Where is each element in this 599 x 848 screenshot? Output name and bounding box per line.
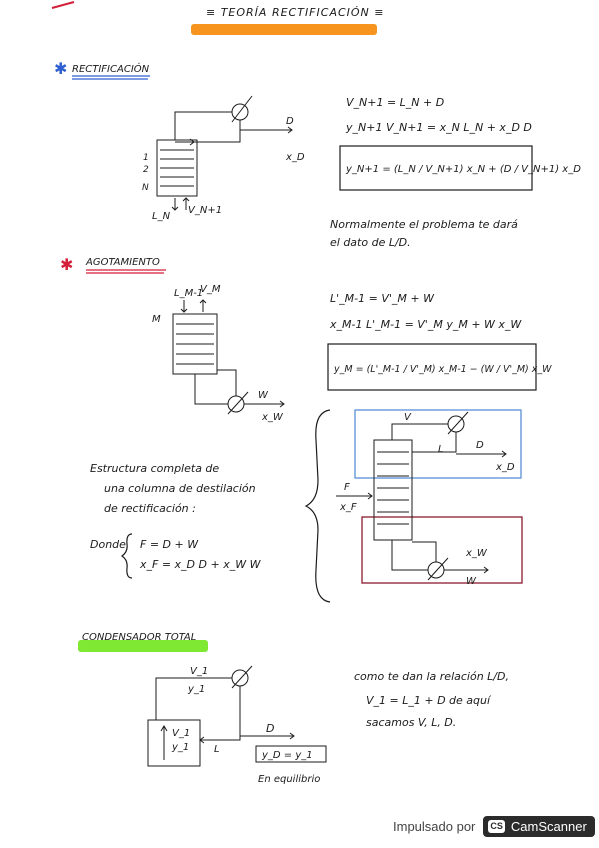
- rectification-column: [156, 95, 293, 211]
- pen-mark: [51, 1, 75, 9]
- agot-eq-3: y_M = (L'_M-1 / V'_M) x_M-1 − (W / V'_M)…: [333, 364, 552, 375]
- stage-label-2: 2: [143, 165, 149, 175]
- heading-condensador: CONDENSADOR TOTAL: [82, 632, 196, 643]
- cond-note-3: sacamos V, L, D.: [366, 716, 456, 729]
- estructura-line-2: una columna de destilación: [104, 482, 256, 495]
- stage-label-n: N: [142, 183, 149, 193]
- watermark-label: Impulsado por: [393, 818, 476, 834]
- agot-eq-2: x_M-1 L'_M-1 = V'_M y_M + W x_W: [329, 318, 522, 331]
- full-label-xf: x_F: [339, 502, 357, 513]
- rect-note-1: Normalmente el problema te dará: [330, 218, 518, 231]
- cond-label-yd: y_D = y_1: [261, 750, 313, 761]
- full-label-v: V: [404, 412, 412, 423]
- label-vm: V_M: [200, 284, 221, 295]
- full-label-f: F: [344, 482, 350, 493]
- cond-note-2: V_1 = L_1 + D de aquí: [366, 694, 492, 707]
- estructura-line-3: de rectificación :: [104, 502, 196, 515]
- camscanner-logo-icon: CS: [488, 819, 505, 833]
- heading-agotamiento: AGOTAMIENTO: [85, 257, 160, 268]
- stage-label-1: 1: [143, 153, 149, 163]
- heading-rectificacion: RECTIFICACIÓN: [72, 62, 150, 75]
- rectifying-section-box: [354, 409, 522, 479]
- camscanner-watermark: Impulsado por CS CamScanner: [393, 813, 595, 839]
- label-xd: x_D: [285, 152, 305, 163]
- rect-eq-1: V_N+1 = L_N + D: [346, 96, 444, 109]
- stripping-section-box: [361, 516, 523, 584]
- eq-f: F = D + W: [140, 538, 199, 551]
- donde-label: Donde: [90, 538, 126, 551]
- cond-note-1: como te dan la relación L/D,: [354, 670, 509, 683]
- cond-label-y1-top: y_1: [187, 684, 205, 695]
- rect-eq-3: y_N+1 = (L_N / V_N+1) x_N + (D / V_N+1) …: [345, 164, 581, 175]
- condensador-highlight: [78, 640, 208, 652]
- rect-eq-2: y_N+1 V_N+1 = x_N L_N + x_D D: [345, 121, 532, 134]
- camscanner-badge: CS CamScanner: [483, 815, 595, 837]
- full-label-w: W: [466, 576, 477, 587]
- cond-label-v1-in: V_1: [172, 728, 190, 739]
- agot-eq-1: L'_M-1 = V'_M + W: [330, 292, 435, 305]
- rect-note-2: el dato de L/D.: [330, 236, 411, 249]
- label-d: D: [286, 116, 294, 127]
- title-highlight: [191, 24, 377, 35]
- label-m: M: [152, 314, 161, 325]
- rect-eq-box: [339, 145, 533, 191]
- blue-star-icon: ✱: [54, 59, 67, 78]
- stripping-column: [172, 299, 285, 415]
- label-lm1: L_M-1: [174, 288, 203, 299]
- cond-label-y1-in: y_1: [171, 742, 189, 753]
- page-title: ≡ TEORÍA RECTIFICACIÓN ≡: [206, 6, 385, 19]
- estructura-line-1: Estructura completa de: [90, 462, 219, 475]
- eq-xf: x_F = x_D D + x_W W: [139, 558, 262, 571]
- full-label-d: D: [476, 440, 484, 451]
- watermark-brand: CamScanner: [510, 818, 587, 834]
- red-star-icon: ✱: [60, 255, 73, 274]
- full-label-xw: x_W: [465, 548, 488, 559]
- condenser-diagram: [147, 665, 327, 767]
- label-vn1: V_N+1: [188, 205, 222, 216]
- cond-equilibrio: En equilibrio: [258, 774, 320, 785]
- full-label-xd: x_D: [495, 462, 515, 473]
- agot-eq-box: [327, 343, 537, 391]
- label-w: W: [258, 390, 269, 401]
- full-label-l: L: [438, 444, 444, 455]
- label-ln: L_N: [152, 211, 171, 222]
- cond-label-d: D: [266, 722, 274, 735]
- full-column: [336, 411, 507, 581]
- label-xw: x_W: [261, 412, 284, 423]
- cond-label-v1-top: V_1: [190, 666, 208, 677]
- cond-label-l: L: [214, 744, 220, 755]
